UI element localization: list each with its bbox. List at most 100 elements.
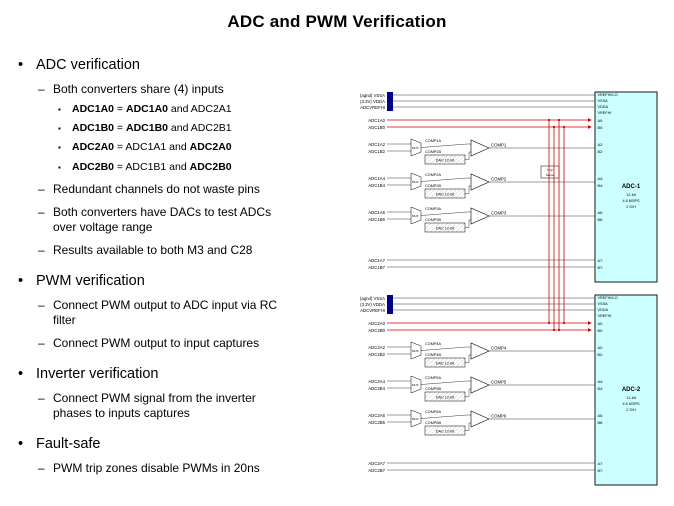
bullet-results-available: – Results available to both M3 and C28: [38, 243, 342, 258]
pin-label: VDDA: [598, 308, 609, 312]
input-label: ADC2A6: [368, 413, 385, 418]
input-label: ADC1B6: [368, 217, 385, 222]
comp-pin-label: COMP2A: [425, 173, 442, 177]
dac-label: DAC 12-bit: [436, 192, 456, 196]
input-label: ADC1B4: [368, 183, 385, 188]
comparator-label: COMP1: [491, 143, 507, 148]
comp-pin-label: COMP1B: [425, 150, 442, 154]
adc2-section: (agnd) VSSA (3.3V) VDDA ADCVREFHI ADC2A0…: [360, 294, 658, 486]
dac-box: [424, 357, 466, 368]
power-label: (agnd) VSSA: [360, 296, 385, 301]
bullet-dacs-to-test: – Both converters have DACs to test ADCs…: [38, 205, 342, 235]
adc1-block: [594, 91, 658, 283]
bullet-dot: •: [18, 365, 24, 382]
power-label: ADCVREFHI: [360, 308, 385, 313]
bullet-share-inputs: – Both converters share (4) inputs: [38, 82, 342, 97]
item-text: ADC2A0 = ADC1A1 and ADC2A0: [72, 141, 232, 154]
bullet-list: • ADC verification – Both converters sha…: [18, 56, 342, 476]
pin-label: A0:: [598, 322, 604, 326]
pin-label: B2:: [598, 150, 604, 154]
mux-label: MUX: [412, 383, 419, 387]
adc2-spec: 4.6 MSPS: [622, 402, 640, 406]
bullet-square: ▪: [58, 105, 61, 115]
comp-group-wires: [387, 380, 595, 397]
comp-group-wires: [387, 143, 595, 160]
heading-text: PWM verification: [36, 272, 145, 289]
bullet-dash: –: [38, 390, 45, 405]
input-label: ADC1B0: [368, 125, 385, 130]
input-label: ADC2B7: [368, 468, 385, 473]
bullet-dot: •: [18, 57, 24, 73]
mux-icon: [410, 138, 422, 157]
mux-icon: [410, 375, 422, 394]
input-label: ADC1A7: [368, 258, 385, 263]
item-text: Both converters share (4) inputs: [53, 82, 224, 97]
bullet-adc-heading: • ADC verification: [18, 56, 342, 74]
pin-label: A2:: [598, 346, 604, 350]
power-wires: [393, 94, 595, 108]
bullet-redundant-channels: – Redundant channels do not waste pins: [38, 182, 342, 197]
input-label: ADC2A2: [368, 345, 385, 350]
pin-label: B0:: [598, 126, 604, 130]
input-label: ADC1A0: [368, 118, 385, 123]
adc-diagram: (agnd) VSSA (3.3V) VDDA ADCVREFHI ADC1A0…: [340, 80, 664, 494]
mux-label: MUX: [412, 146, 419, 150]
pin-label: VREFHI/LO: [598, 93, 618, 97]
bullet-dash: –: [38, 204, 45, 219]
comp-pin-label: COMP4B: [425, 353, 442, 357]
power-label: ADCVREFHI: [360, 105, 385, 110]
mux-label: MUX: [412, 349, 419, 353]
temp-sense-label: Sense: [546, 173, 555, 177]
pin-label: A0:: [598, 119, 604, 123]
mux-icon: [410, 341, 422, 360]
pin-label: VREFHI: [598, 111, 612, 115]
bullet-square: ▪: [58, 143, 61, 153]
pin-label: B2:: [598, 353, 604, 357]
input-label: ADC1B2: [368, 149, 385, 154]
item-text: Connect PWM signal from the inverter pha…: [53, 390, 256, 420]
pin-label: A2:: [598, 143, 604, 147]
item-text: Both converters have DACs to test ADCs o…: [53, 204, 272, 234]
comp-group-wires: [387, 177, 595, 194]
dac-label: DAC 12-bit: [436, 158, 456, 162]
shared-input-wires: [387, 321, 592, 332]
comp-group-wires: [387, 211, 595, 228]
mux-icon: [410, 172, 422, 191]
input-label: ADC2A0: [368, 321, 385, 326]
comp-pin-label: COMP6A: [425, 410, 442, 414]
comparator-icon: [470, 376, 490, 394]
comp-pin-label: COMP4A: [425, 342, 442, 346]
mux-label: MUX: [412, 180, 419, 184]
input-label: ADC2B2: [368, 352, 385, 357]
comparator-label: COMP6: [491, 414, 507, 419]
pin-label: VSSA: [598, 302, 609, 306]
power-label: (agnd) VSSA: [360, 93, 385, 98]
pin-label: VREFHI: [598, 314, 612, 318]
input-label: ADC2B0: [368, 328, 385, 333]
dac-label: DAC 12-bit: [436, 361, 456, 365]
adc1-title: ADC-1: [622, 184, 641, 190]
bullet-dot: •: [18, 272, 24, 289]
pin-label: A6:: [598, 414, 604, 418]
bullet-dash: –: [38, 82, 45, 97]
adc1-spec: 12-bit: [626, 193, 636, 197]
comp-pin-label: COMP2B: [425, 184, 442, 188]
pin-label: A4:: [598, 177, 604, 181]
mux-label: MUX: [412, 417, 419, 421]
bullet-square: ▪: [58, 124, 61, 134]
item-text: ADC1B0 = ADC1B0 and ADC2B1: [72, 122, 232, 135]
comp-pin-label: COMP3B: [425, 218, 442, 222]
bullet-square: ▪: [58, 162, 61, 172]
pin-label: B6:: [598, 421, 604, 425]
shared-input-wires: [387, 118, 592, 129]
mux-icon: [410, 206, 422, 225]
dac-label: DAC 12-bit: [436, 226, 456, 230]
power-label: (3.3V) VDDA: [360, 99, 385, 104]
item-text: PWM trip zones disable PWMs in 20ns: [53, 461, 260, 475]
temp-sense-label: Tmp: [547, 168, 553, 172]
pin-label: B0:: [598, 329, 604, 333]
adc1-section: (agnd) VSSA (3.3V) VDDA ADCVREFHI ADC1A0…: [360, 91, 658, 283]
bullet-pwm-input-captures: – Connect PWM output to input captures: [38, 336, 342, 351]
pin-label: A7:: [598, 259, 604, 263]
heading-text: Inverter verification: [36, 365, 159, 382]
